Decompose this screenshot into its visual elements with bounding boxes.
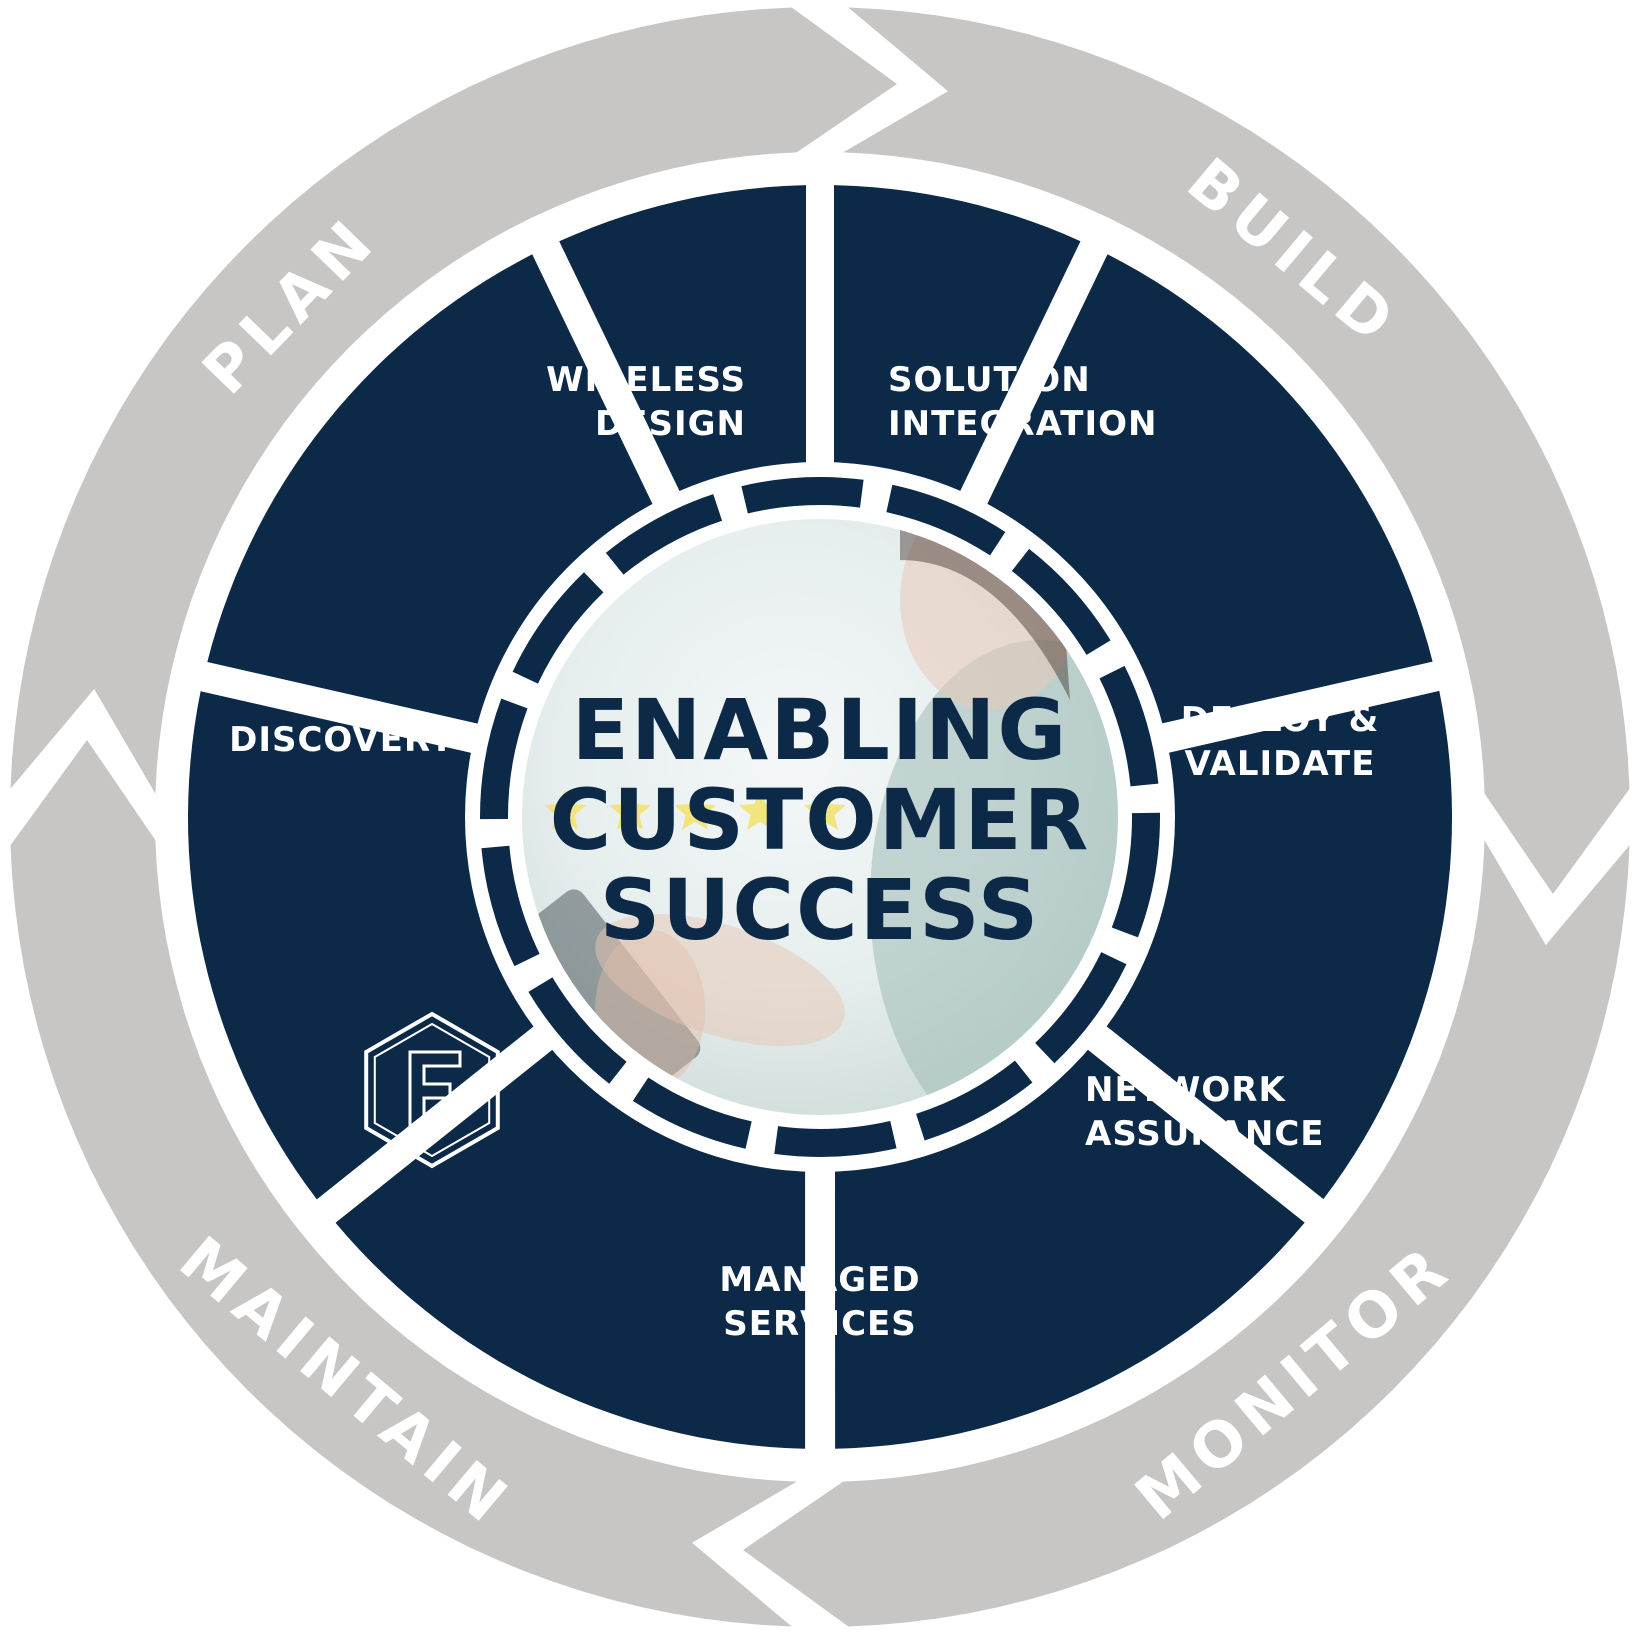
rating-stars-icon [544,790,846,830]
center-title-line: ENABLING [572,681,1069,779]
center-title-line: CUSTOMER [550,771,1091,869]
center-photo-figure [522,519,1118,1115]
star-icon [804,790,846,830]
segment-label-managed-services: SERVICES [723,1304,917,1344]
center-dashed-ring [480,477,1160,1157]
hexagon-f-logo-icon [364,1011,500,1169]
segment-label-solution-integration: INTEGRATION [888,404,1158,444]
segment-label-network-assurance: NETWORK [1085,1070,1286,1110]
segment-label-managed-services: MANAGED [719,1260,920,1300]
plan-arrow [10,7,897,794]
maintain-arrow [10,740,797,1627]
segment-label-discovery: DISCOVERY [229,720,455,760]
segment-label-wireless-design: WIRELESS [546,360,746,400]
top-divider [806,180,834,480]
segment-label-deploy-validate: DEPLOY & [1181,700,1380,740]
logo-letter [408,1050,462,1134]
segment-label-network-assurance: ASSURANCE [1085,1114,1325,1154]
monitor-arrow [743,840,1630,1627]
segment-label-deploy-validate: VALIDATE [1185,744,1376,784]
segment-label-solution-integration: SOLUTION [888,360,1091,400]
star-icon [674,790,716,830]
build-arrow [843,7,1630,894]
center-title-line: SUCCESS [600,861,1041,959]
outer-cycle-ring [10,7,1630,1627]
segment-label-wireless-design: DESIGN [595,404,746,444]
star-icon [609,790,651,830]
star-icon [739,790,781,830]
star-icon [544,790,586,830]
